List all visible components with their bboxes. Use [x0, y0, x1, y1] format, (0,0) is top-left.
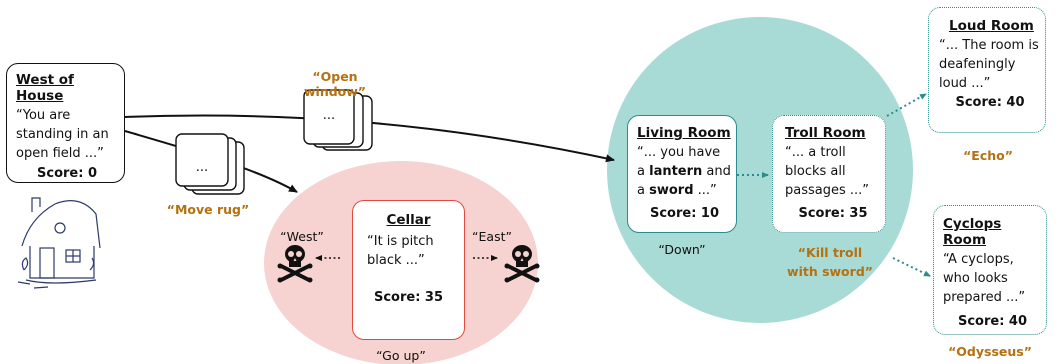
room-title: Cellar	[386, 212, 431, 228]
room-score: Score: 0	[37, 166, 97, 181]
room-quote: “You are standing in an open field ...”	[16, 108, 109, 161]
kill-troll-label: “Kill troll with sword”	[787, 245, 873, 279]
room-loud-room: Loud Room “... The room is deafeningly l…	[928, 7, 1046, 133]
room-west-of-house: West of House “You are standing in an op…	[6, 63, 125, 183]
room-score: Score: 35	[798, 206, 868, 221]
move-rug-card-stack	[175, 133, 245, 195]
skull-crossbones-icon	[504, 245, 540, 283]
teal-region	[607, 17, 913, 323]
down-label: “Down”	[658, 242, 706, 257]
room-living-room: Living Room “... you have a lantern and …	[627, 115, 737, 233]
skull-crossbones-icon	[277, 245, 313, 283]
sword-keyword: sword	[649, 183, 694, 198]
quote-text: and a	[637, 164, 731, 198]
room-quote: “... you have a lantern and a sword ...”	[637, 143, 732, 200]
to-cyclops-room-arrow	[892, 257, 931, 277]
room-quote: “It is pitch black ...”	[367, 234, 434, 268]
lantern-keyword: lantern	[649, 164, 703, 179]
room-score: Score: 10	[649, 206, 720, 221]
echo-label: “Echo”	[963, 148, 1013, 163]
move-rug-card-text: ...	[195, 160, 209, 175]
room-cellar: Cellar “It is pitch black ...” Score: 35	[352, 200, 465, 340]
house-icon	[17, 197, 101, 289]
quote-text: ...”	[693, 183, 717, 198]
room-score: Score: 40	[955, 95, 1025, 110]
room-quote: “A cyclops, who looks prepared ...”	[943, 252, 1026, 305]
open-window-card-stack	[303, 89, 373, 151]
quote-text: “... you have a	[637, 145, 721, 179]
room-cyclops-room: Cyclops Room “A cyclops, who looks prepa…	[933, 205, 1047, 335]
room-quote: “... a troll blocks all passages ...”	[785, 145, 870, 198]
room-title: Living Room	[637, 125, 731, 141]
odysseus-label: “Odysseus”	[948, 344, 1032, 359]
room-title: Loud Room	[949, 18, 1034, 34]
room-title: West of House	[16, 72, 74, 104]
go-up-label: “Go up”	[376, 348, 426, 363]
room-troll-room: Troll Room “... a troll blocks all passa…	[772, 115, 886, 233]
room-title: Troll Room	[785, 125, 866, 141]
move-rug-label: “Move rug”	[166, 202, 250, 217]
east-label: “East”	[472, 229, 512, 244]
room-score: Score: 40	[957, 314, 1028, 329]
open-window-label: “Open window”	[303, 69, 367, 99]
west-label: “West”	[280, 229, 324, 244]
room-score: Score: 35	[373, 290, 444, 305]
room-title: Cyclops Room	[943, 216, 1002, 248]
open-window-card-text: ...	[322, 108, 336, 123]
room-quote: “... The room is deafeningly loud ...”	[939, 38, 1039, 91]
